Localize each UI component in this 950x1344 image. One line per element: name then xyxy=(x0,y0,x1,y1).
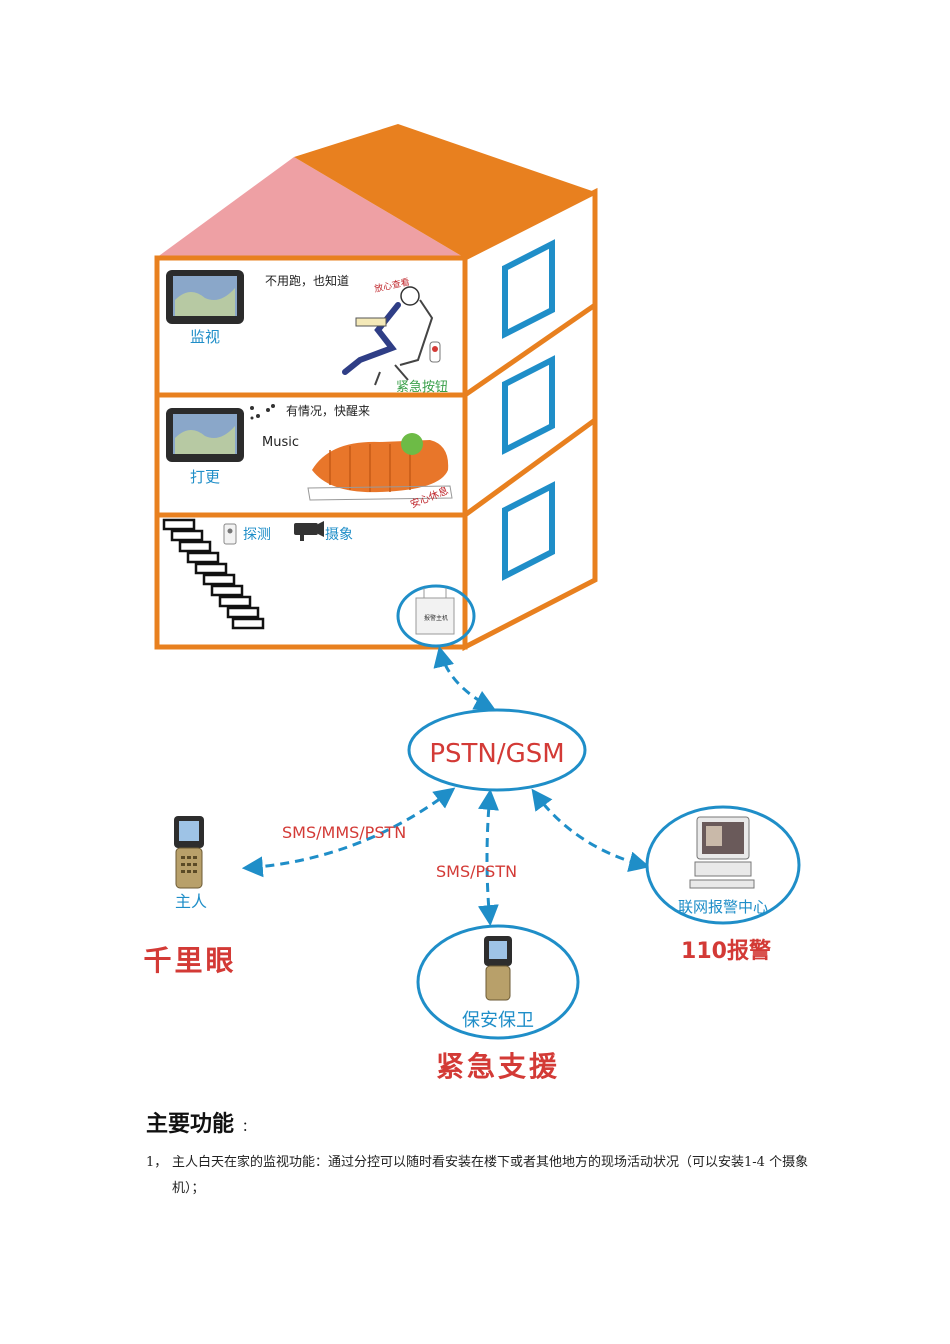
security-system-diagram: 监视 不用跑，也知道 放心查看 紧急按钮 打更 有情况，快醒来 Music 安心… xyxy=(143,124,801,1083)
security-phone-icon xyxy=(484,936,512,1001)
center-label: 联网报警中心 xyxy=(678,898,768,916)
owner-label: 主人 xyxy=(175,892,207,911)
hub-label: PSTN/GSM xyxy=(429,739,564,769)
security-label: 保安保卫 xyxy=(462,1010,534,1031)
detector-label: 探测 xyxy=(243,527,271,543)
floor2-music: Music xyxy=(262,435,299,450)
monitor-device-2 xyxy=(166,408,244,462)
roof-pink xyxy=(156,157,465,258)
camera-label: 摄象 xyxy=(325,527,353,543)
link-owner-label: SMS/MMS/PSTN xyxy=(282,823,406,842)
house-side-wall xyxy=(462,187,598,652)
floor1-note: 不用跑，也知道 xyxy=(265,274,349,288)
feature-item-text: 主人白天在家的监视功能：通过分控可以随时看安装在楼下或者其他地方的现场活动状况（… xyxy=(172,1155,809,1196)
side-window-2 xyxy=(502,355,555,455)
computer-icon xyxy=(689,816,755,889)
alarm-host-label: 报警主机 xyxy=(424,614,448,622)
feature-item-number: 1， xyxy=(146,1155,168,1170)
floor2-monitor-label: 打更 xyxy=(190,468,220,486)
owner-title: 千里眼 xyxy=(143,944,236,977)
floor1-monitor-label: 监视 xyxy=(190,328,220,346)
music-notes-icon xyxy=(250,404,275,420)
owner-phone-icon xyxy=(174,816,204,889)
security-title: 紧急支援 xyxy=(436,1050,560,1083)
section-heading-colon: ： xyxy=(242,1120,256,1135)
staircase xyxy=(162,518,265,630)
link-house-hub xyxy=(433,645,496,710)
monitor-device-1 xyxy=(166,270,244,324)
camera-icon xyxy=(294,521,324,541)
side-window-1 xyxy=(502,239,555,339)
center-title: 110报警 xyxy=(681,939,771,964)
section-heading: 主要功能 ： xyxy=(146,1106,255,1138)
side-window-3 xyxy=(502,481,555,581)
sleeping-person-illustration xyxy=(307,433,453,501)
floor2-note: 有情况，快醒来 xyxy=(286,404,370,418)
roof-orange xyxy=(294,124,595,258)
emergency-button-label: 紧急按钮 xyxy=(396,380,448,395)
feature-item-1: 1， 主人白天在家的监视功能：通过分控可以随时看安装在楼下或者其他地方的现场活动… xyxy=(146,1150,826,1202)
pstn-gsm-hub xyxy=(407,708,587,792)
link-hub-center xyxy=(531,788,651,873)
link-hub-owner xyxy=(241,787,456,878)
link-hub-security xyxy=(477,788,499,927)
link-security-label: SMS/PSTN xyxy=(436,862,517,881)
network-links xyxy=(241,645,651,927)
detector-icon xyxy=(223,523,237,545)
section-heading-text: 主要功能 xyxy=(146,1112,235,1137)
relaxing-man-illustration xyxy=(342,286,434,386)
emergency-button-icon xyxy=(429,341,441,363)
